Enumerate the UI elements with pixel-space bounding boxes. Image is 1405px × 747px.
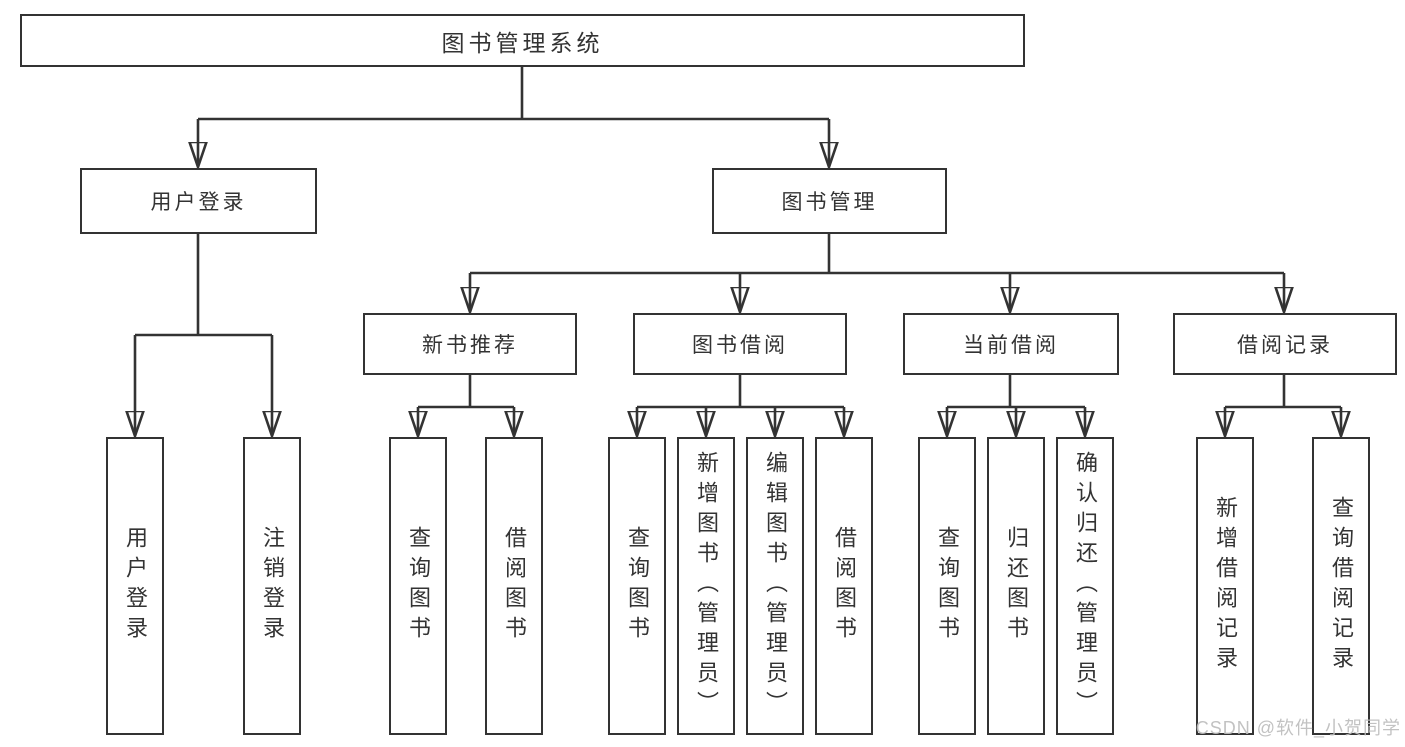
leaf-label: 借阅图书 [832,526,857,646]
leaf-query-books-borrow: 查询图书 [608,437,666,735]
leaf-query-books-recommend: 查询图书 [389,437,447,735]
leaf-label: 借阅图书 [502,526,527,646]
leaf-label: 查询图书 [935,526,960,646]
leaf-label: 查询图书 [406,526,431,646]
node-new-book-recommend: 新书推荐 [363,313,577,375]
leaf-label: 注销登录 [260,526,285,646]
leaf-borrow-books-recommend: 借阅图书 [485,437,543,735]
node-label: 用户登录 [150,191,247,214]
leaf-label: 用户登录 [123,526,148,646]
node-borrow-records: 借阅记录 [1173,313,1397,375]
leaf-borrow-books: 借阅图书 [815,437,873,735]
leaf-query-books-current: 查询图书 [918,437,976,735]
leaf-add-borrow-record: 新增借阅记录 [1196,437,1254,735]
leaf-label: 查询借阅记录 [1329,496,1354,676]
csdn-watermark: CSDN @软件_小贺同学 [1195,718,1401,738]
edges-root-to-level2 [198,67,829,167]
node-label: 借阅记录 [1237,334,1333,357]
node-label: 当前借阅 [963,334,1059,357]
leaf-label: 确认归还（管理员） [1073,451,1098,721]
node-book-management: 图书管理 [712,168,947,234]
leaf-logout: 注销登录 [243,437,301,735]
edges-current-borrow-children [947,375,1085,436]
leaf-label: 归还图书 [1004,526,1029,646]
leaf-user-login: 用户登录 [106,437,164,735]
node-library-system: 图书管理系统 [20,14,1025,67]
leaf-label: 新增图书（管理员） [694,451,719,721]
leaf-label: 查询图书 [625,526,650,646]
edges-book-borrow-children [637,375,844,436]
edges-borrow-records-children [1225,375,1341,436]
node-label: 图书管理系统 [441,29,604,56]
edges-new-book-recommend-children [418,375,514,436]
leaf-confirm-return-admin: 确认归还（管理员） [1056,437,1114,735]
leaf-label: 编辑图书（管理员） [763,451,788,721]
edges-user-login-children [135,234,272,436]
leaf-query-borrow-record: 查询借阅记录 [1312,437,1370,735]
leaf-label: 新增借阅记录 [1213,496,1238,676]
node-label: 图书管理 [781,191,878,214]
leaf-add-book-admin: 新增图书（管理员） [677,437,735,735]
node-label: 图书借阅 [692,334,788,357]
node-current-borrow: 当前借阅 [903,313,1119,375]
leaf-return-book: 归还图书 [987,437,1045,735]
edges-book-management-children [470,234,1284,312]
leaf-edit-book-admin: 编辑图书（管理员） [746,437,804,735]
node-book-borrow: 图书借阅 [633,313,847,375]
node-label: 新书推荐 [422,334,518,357]
node-user-login: 用户登录 [80,168,317,234]
